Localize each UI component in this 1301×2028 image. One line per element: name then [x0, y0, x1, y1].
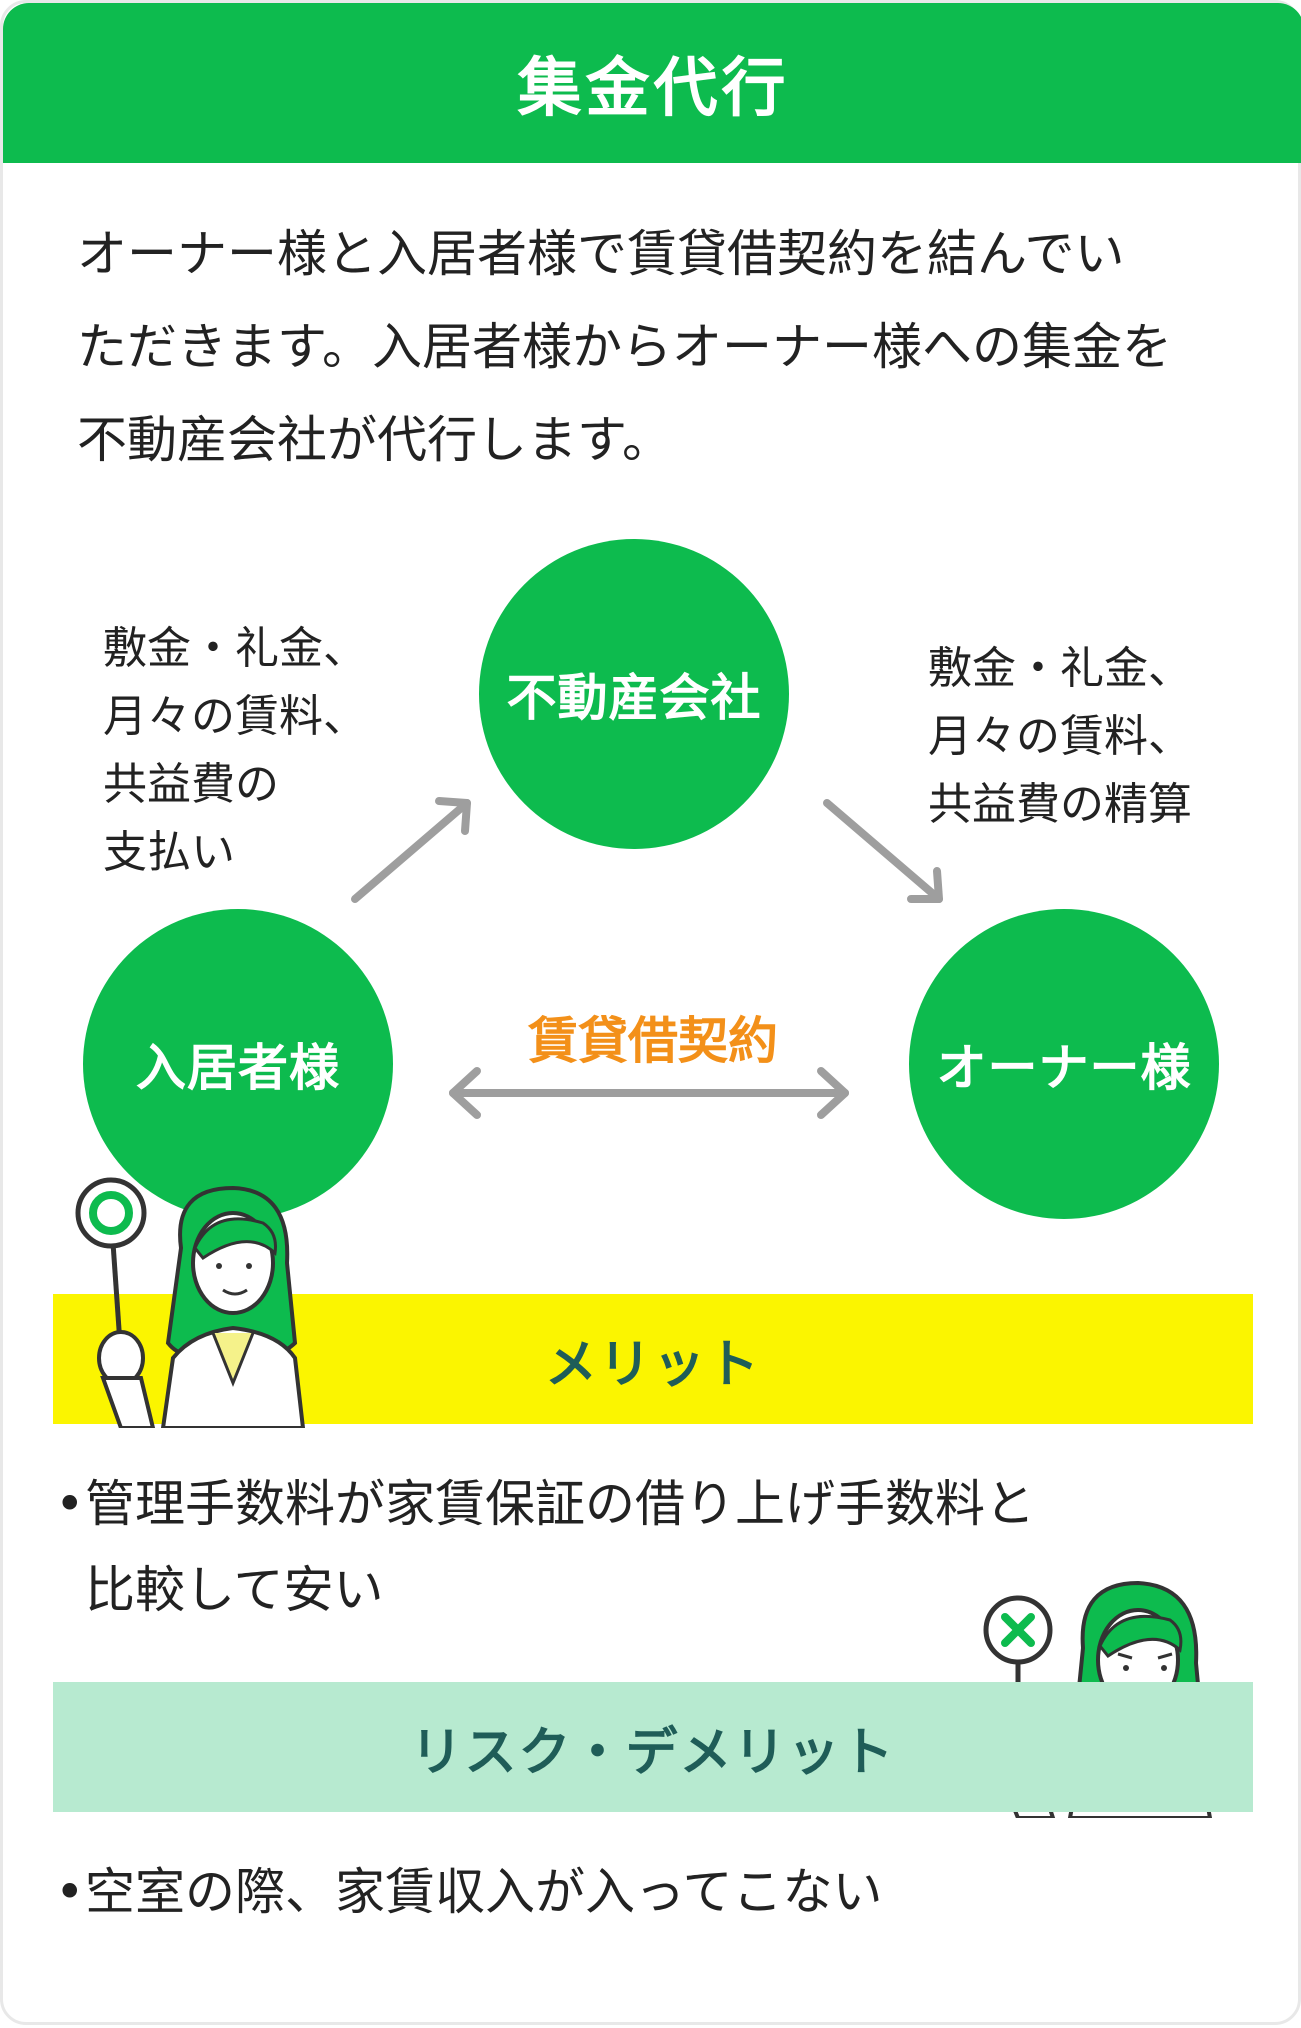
node-owner: オーナー様 — [909, 909, 1219, 1219]
list-item: •管理手数料が家賃保証の借り上げ手数料と — [55, 1461, 1035, 1547]
merit-line-continued: 比較して安い — [85, 1561, 384, 1619]
bullet-dot: • — [55, 1863, 85, 1921]
arrow-tenant-to-company — [351, 797, 471, 903]
tenant-payment-label: 敷金・礼金、 月々の賃料、 共益費の 支払い — [103, 615, 367, 887]
owner-settlement-label: 敷金・礼金、 月々の賃料、 共益費の精算 — [928, 635, 1192, 839]
label-line: 支払い — [103, 827, 235, 878]
label-line: 共益費の精算 — [928, 779, 1192, 830]
person-ok-sign-illustration — [75, 1177, 306, 1428]
list-item: •空室の際、家賃収入が入ってこない — [55, 1849, 883, 1935]
arrow-contract-double — [449, 1067, 849, 1119]
risk-list: •空室の際、家賃収入が入ってこない — [55, 1849, 883, 1935]
label-line: 月々の賃料、 — [103, 691, 367, 742]
node-real-estate-company: 不動産会社 — [479, 539, 789, 849]
arrow-company-to-owner — [823, 799, 943, 903]
intro-line: 不動産会社が代行します。 — [77, 411, 672, 469]
merit-line: 管理手数料が家賃保証の借り上げ手数料と — [85, 1475, 1035, 1533]
risk-band: リスク・デメリット — [53, 1682, 1253, 1812]
intro-line: オーナー様と入居者様で賃貸借契約を結んでい — [77, 225, 1125, 283]
node-label: 入居者様 — [136, 1039, 340, 1097]
contract-label: 賃貸借契約 — [528, 1012, 778, 1070]
node-tenant: 入居者様 — [83, 909, 393, 1219]
label-line: 敷金・礼金、 — [928, 643, 1192, 694]
node-label: 不動産会社 — [506, 669, 762, 727]
merit-list: •管理手数料が家賃保証の借り上げ手数料と 比較して安い — [55, 1461, 1035, 1633]
intro-line: ただきます。入居者様からオーナー様への集金を — [77, 318, 1172, 376]
bullet-dot: • — [55, 1475, 85, 1533]
intro-text: オーナー様と入居者様で賃貸借契約を結んでい ただきます。入居者様からオーナー様へ… — [77, 208, 1247, 487]
flow-arrows — [351, 797, 943, 1119]
node-label: オーナー様 — [936, 1039, 1192, 1097]
merit-title: メリット — [544, 1334, 761, 1395]
risk-title: リスク・デメリット — [410, 1722, 896, 1783]
label-line: 共益費の — [103, 759, 279, 810]
label-line: 敷金・礼金、 — [103, 623, 367, 674]
header-bar: 集金代行 — [3, 3, 1301, 163]
label-line: 月々の賃料、 — [928, 711, 1192, 762]
page-title: 集金代行 — [517, 52, 790, 126]
risk-line: 空室の際、家賃収入が入ってこない — [85, 1863, 883, 1921]
